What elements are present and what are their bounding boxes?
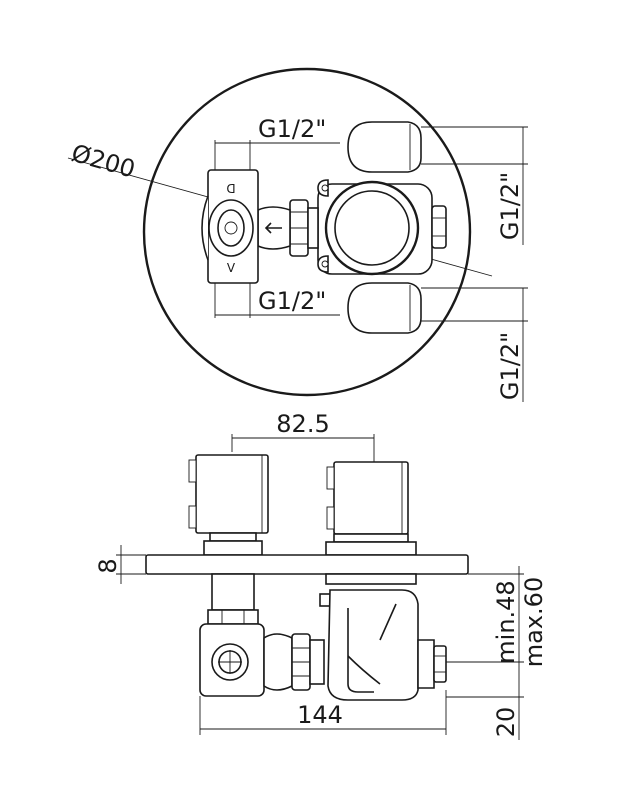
left-handle-side	[188, 454, 269, 556]
offset-label: 20	[492, 707, 520, 738]
thread-upper-vertical-label: G1/2"	[496, 172, 524, 240]
dim-plate-thickness: 8	[94, 545, 146, 584]
hex-coupling	[289, 199, 319, 257]
right-handle-side	[325, 461, 417, 556]
side-view: 82.5 8	[94, 410, 548, 740]
thread-upper-horizontal-label: G1/2"	[258, 115, 326, 143]
handle-spacing-label: 82.5	[276, 410, 329, 438]
cover-plate-side	[145, 554, 469, 575]
side-nut	[431, 205, 447, 249]
plate-thickness-label: 8	[94, 558, 122, 573]
diverter-mark-bottom: V	[227, 261, 236, 275]
left-stem	[207, 573, 259, 625]
valve-body-side	[319, 573, 447, 701]
depth-max-label: max.60	[520, 577, 548, 667]
diameter-label: Ø200	[68, 139, 138, 184]
dim-width: 144	[199, 690, 447, 735]
hex-nut-side	[291, 633, 325, 691]
cartridge-inner	[334, 190, 410, 266]
dim-depth: min.48 max.60	[446, 566, 548, 740]
diverter-mark-top: D	[226, 181, 235, 195]
flow-arrow-icon	[264, 222, 282, 234]
cover-plate-circle	[142, 67, 472, 397]
dim-handle-spacing: 82.5	[231, 410, 375, 462]
depth-min-label: min.48	[492, 580, 520, 663]
thread-lower-horizontal-label: G1/2"	[258, 287, 326, 315]
thread-lower-vertical-label: G1/2"	[496, 332, 524, 400]
diverter-block: D V	[201, 169, 259, 284]
lower-handle	[347, 282, 422, 334]
dim-offset: 20	[446, 696, 524, 738]
dim-thread-lower-horizontal: G1/2"	[214, 283, 340, 318]
dim-thread-upper-vertical: G1/2"	[421, 126, 528, 245]
diverter-body-side	[199, 623, 293, 697]
upper-handle	[347, 121, 422, 173]
width-label: 144	[297, 701, 343, 729]
top-view: D V G1/2" G1/2" G1/2" G1/2"	[67, 67, 528, 402]
dim-thread-lower-vertical: G1/2"	[421, 287, 528, 402]
mounting-ears	[317, 179, 329, 273]
dim-thread-upper-horizontal: G1/2"	[214, 115, 340, 170]
